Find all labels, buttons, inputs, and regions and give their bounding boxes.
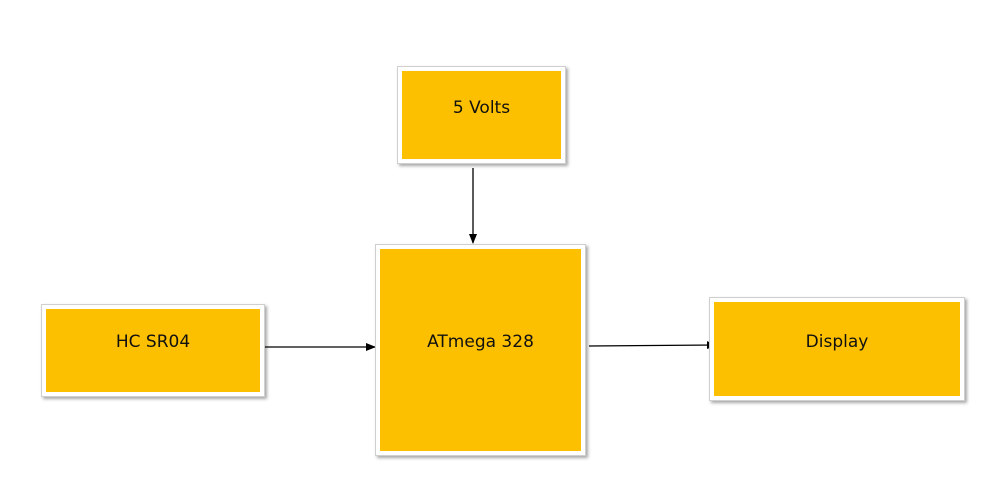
microcontroller-label: ATmega 328: [427, 332, 534, 352]
sensor-block: HC SR04: [41, 304, 265, 397]
power-supply-label: 5 Volts: [452, 98, 511, 118]
display-label: Display: [805, 332, 869, 352]
microcontroller-fill: ATmega 328: [380, 249, 581, 451]
sensor-fill: HC SR04: [46, 309, 260, 392]
microcontroller-block: ATmega 328: [375, 244, 586, 456]
power-supply-fill: 5 Volts: [402, 71, 561, 159]
sensor-label: HC SR04: [115, 332, 191, 352]
display-block: Display: [709, 297, 965, 401]
power-supply-block: 5 Volts: [397, 66, 566, 164]
arrow-mcu-to-display: [588, 341, 717, 350]
display-fill: Display: [714, 302, 960, 396]
